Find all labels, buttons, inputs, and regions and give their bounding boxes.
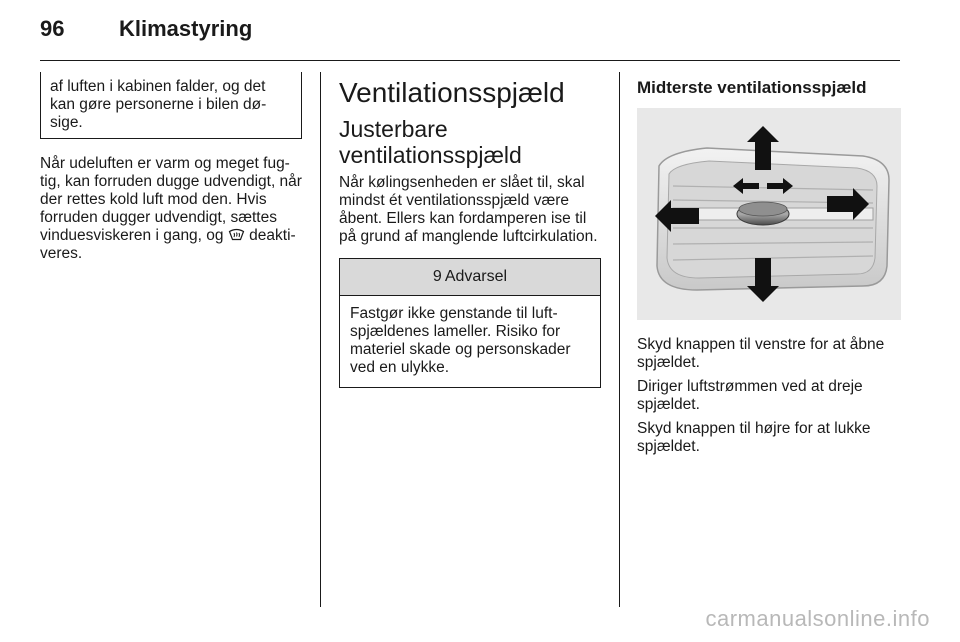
column-3: Midterste ventilationsspjæld	[637, 78, 901, 456]
warning-body: Fastgør ikke genstande til luft-spjælden…	[340, 296, 600, 387]
arrow-down	[747, 258, 779, 302]
arrow-right	[827, 188, 869, 220]
intro-paragraph: Når kølingsenheden er slået til, skal mi…	[339, 174, 598, 245]
fogging-paragraph: Når udeluften er varm og meget fug-tig, …	[40, 155, 302, 263]
figure-title: Midterste ventilationsspjæld	[637, 78, 867, 97]
section-title: Ventilationsspjæld	[339, 77, 565, 108]
page-number: 96	[40, 16, 65, 41]
subsection-title: Justerbare ventilationsspjæld	[339, 116, 522, 168]
continued-note-text: af luften i kabinen falder, og det kan g…	[50, 78, 267, 131]
warning-text: Fastgør ikke genstande til luft-spjælden…	[350, 305, 571, 376]
header-rule	[40, 60, 900, 61]
fogging-text: Når udeluften er varm og meget fug-tig, …	[40, 155, 302, 244]
arrow-up	[747, 126, 779, 170]
watermark: carmanualsonline.info	[705, 606, 930, 631]
continued-note-box: af luften i kabinen falder, og det kan g…	[40, 72, 302, 139]
warning-title: Advarsel	[444, 268, 508, 285]
column-divider-right	[619, 72, 620, 607]
airflow-arrows	[655, 126, 869, 302]
column-divider-left	[320, 72, 321, 607]
windshield-wiper-icon	[228, 228, 245, 241]
instruction-direct: Diriger luftstrømmen ved at dreje spjæld…	[637, 378, 863, 413]
warning-triangle-icon: 9	[432, 268, 442, 285]
column-2: Ventilationsspjæld Justerbare ventilatio…	[339, 78, 601, 388]
fogging-text-end: deakti-veres.	[40, 227, 296, 262]
instruction-close: Skyd knappen til højre for at lukke spjæ…	[637, 420, 871, 455]
arrow-left	[655, 200, 699, 232]
vent-illustration	[637, 108, 901, 320]
instruction-open: Skyd knappen til venstre for at åbne spj…	[637, 336, 885, 371]
arrow-knob-right	[767, 178, 793, 194]
vent-louvers	[672, 185, 874, 261]
arrow-knob-left	[733, 178, 759, 194]
chapter-title: Klimastyring	[119, 16, 253, 41]
column-1: af luften i kabinen falder, og det kan g…	[40, 72, 302, 263]
